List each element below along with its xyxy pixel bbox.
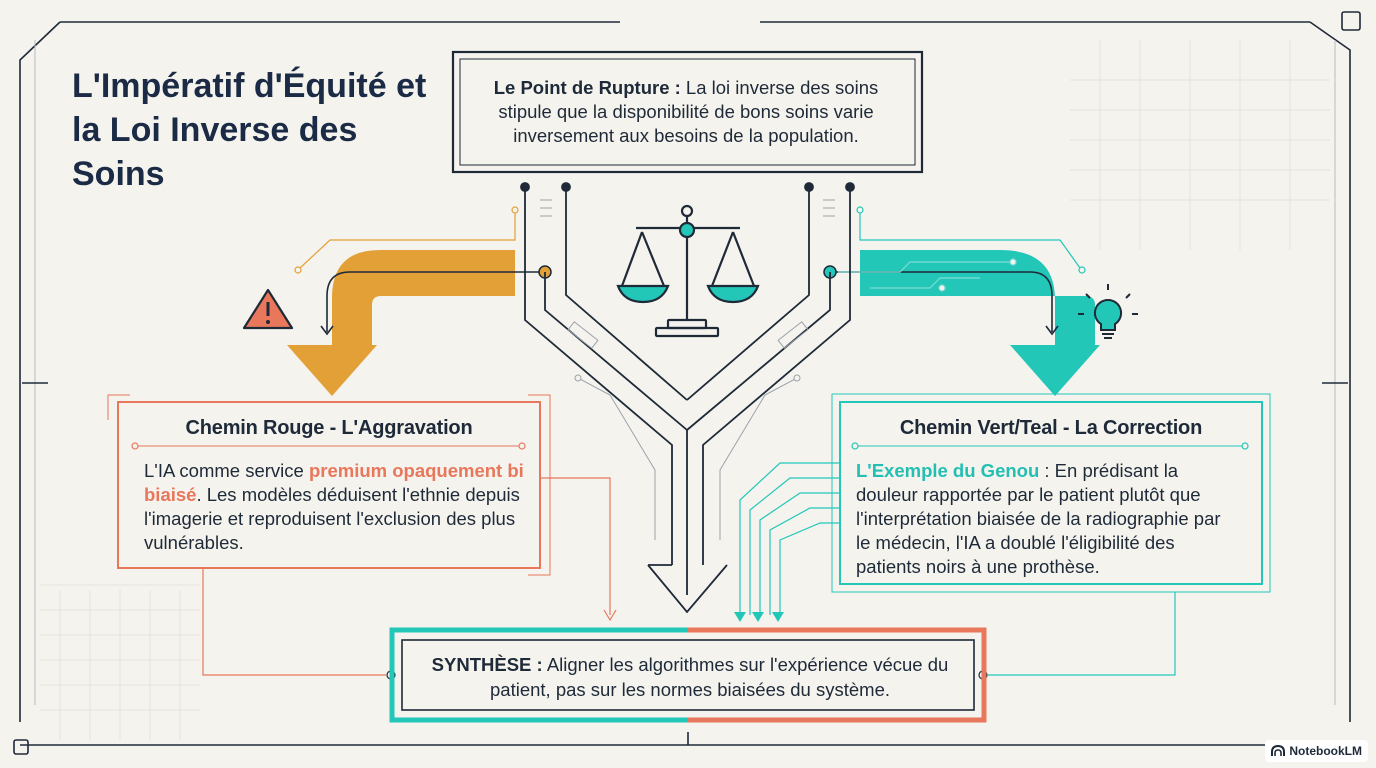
funnel-detail-traces [540, 199, 835, 540]
red-path-text-after: . Les modèles déduisent l'ethnie depuis … [144, 484, 520, 553]
balance-scale-icon [616, 204, 760, 338]
warning-triangle-icon [242, 288, 294, 330]
teal-arrow [860, 250, 1100, 396]
page-title: L'Impératif d'Équité et la Loi Inverse d… [72, 67, 427, 193]
rupture-box-frame [451, 50, 924, 174]
synthesis-box-frame [389, 627, 987, 723]
rupture-label: Le Point de Rupture : [493, 77, 681, 98]
background-grid [40, 40, 1330, 740]
red-path-heading: Chemin Rouge - L'Aggravation [185, 417, 473, 439]
rupture-body: La loi inverse des soins stipule que la … [498, 77, 879, 146]
red-box-frame [107, 394, 551, 576]
red-path-highlight: premium opaquement bi biaisé [144, 460, 524, 505]
teal-path-text: L'Exemple du Genou : En prédisant la dou… [856, 459, 1236, 579]
red-path-text: L'IA comme service premium opaquement bi… [144, 459, 524, 555]
synthesis-text: SYNTHÈSE : Aligner les algorithmes sur l… [410, 652, 970, 702]
rupture-text: Le Point de Rupture : La loi inverse des… [470, 76, 902, 148]
red-path-text-before: L'IA comme service [144, 460, 309, 481]
connector-traces [202, 462, 1176, 680]
teal-path-heading: Chemin Vert/Teal - La Correction [899, 417, 1203, 439]
circuit-traces [294, 206, 1086, 292]
lightbulb-icon [1078, 284, 1138, 339]
outer-frame [13, 11, 1361, 755]
synthesis-body: Aligner les algorithmes sur l'expérience… [490, 654, 949, 700]
orange-arrow-inner-line [326, 271, 545, 332]
central-funnel [520, 182, 855, 614]
notebooklm-logo-icon [1271, 745, 1286, 756]
teal-path-highlight: L'Exemple du Genou [856, 460, 1040, 481]
brand-name: NotebookLM [1289, 744, 1362, 758]
teal-arrow-inner-line [830, 271, 1053, 332]
orange-arrow [287, 250, 515, 396]
synthesis-label: SYNTHÈSE : [431, 654, 543, 675]
brand-badge: NotebookLM [1265, 740, 1368, 762]
teal-path-text-after: : En prédisant la douleur rapportée par … [856, 460, 1221, 577]
